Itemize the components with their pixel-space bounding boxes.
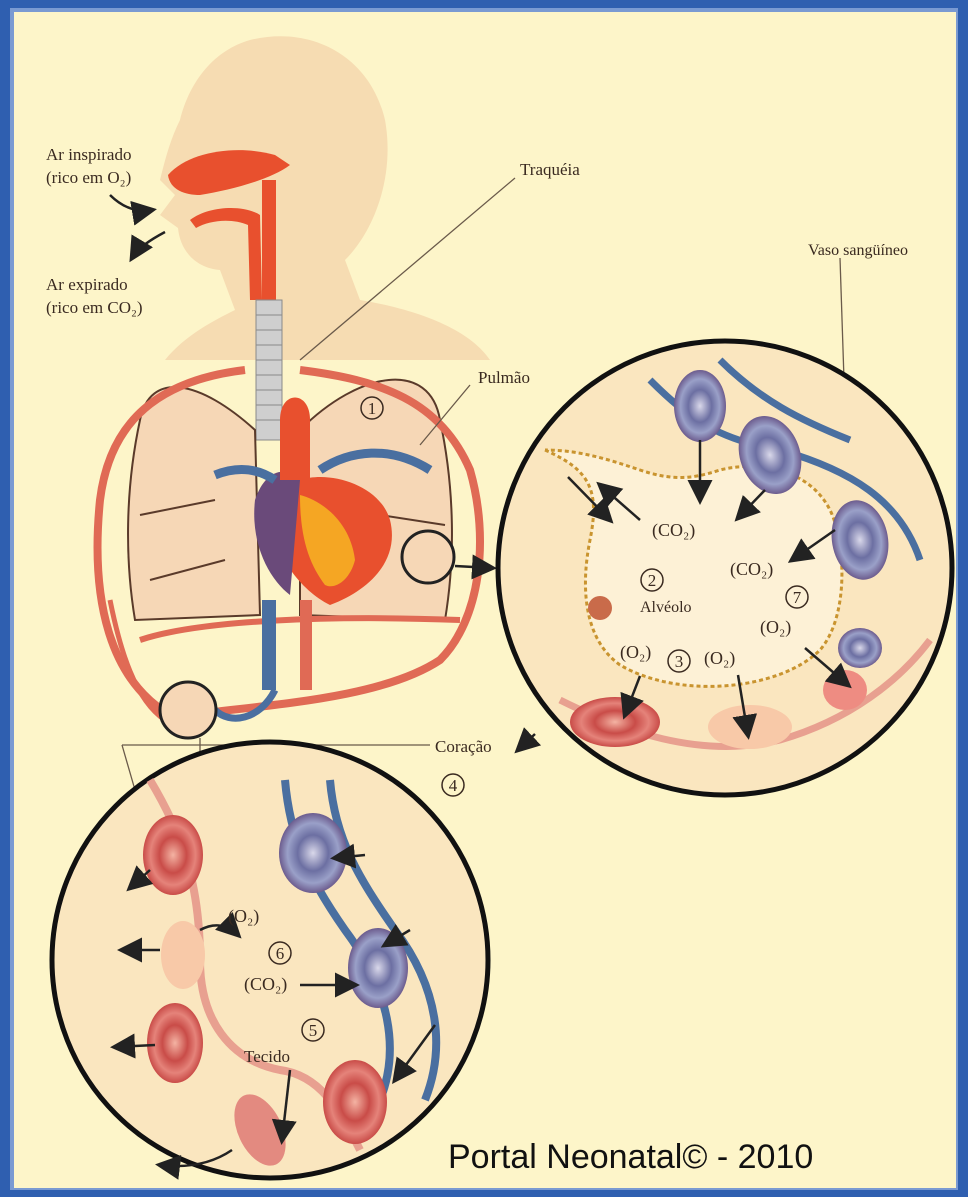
o2-label-tissue: (O₂) — [228, 906, 259, 927]
svg-text:3: 3 — [675, 652, 684, 671]
credit-text: Portal Neonatal© - 2010 — [448, 1138, 813, 1176]
inspired-air-label: Ar inspirado — [46, 145, 131, 164]
lung-label: Pulmão — [478, 368, 530, 387]
inspired-air-sublabel: (rico em O₂) — [46, 168, 131, 187]
head-silhouette — [160, 36, 490, 360]
trachea — [256, 300, 282, 440]
svg-text:2: 2 — [648, 571, 657, 590]
svg-text:6: 6 — [276, 944, 285, 963]
svg-text:4: 4 — [449, 776, 458, 795]
expired-air-label: Ar expirado — [46, 275, 128, 294]
svg-text:5: 5 — [309, 1021, 318, 1040]
heart-label: Coração — [435, 737, 492, 756]
tissue-detail-marker — [160, 682, 216, 738]
expired-air-sublabel: (rico em CO₂) — [46, 298, 143, 317]
o2-label-alveolus-2: (O₂) — [620, 642, 651, 663]
co2-label-tissue: (CO₂) — [244, 974, 287, 995]
svg-text:7: 7 — [793, 588, 802, 607]
blood-vessel-label: Vaso sangüíneo — [808, 242, 908, 259]
co2-label-alveolus-1: (CO₂) — [652, 520, 695, 541]
co2-label-alveolus-2: (CO₂) — [730, 559, 773, 580]
trachea-label: Traquéia — [520, 160, 580, 179]
tissue-label: Tecido — [244, 1047, 290, 1066]
lung-detail-marker — [402, 531, 454, 583]
o2-label-alveolus-3: (O₂) — [704, 648, 735, 669]
o2-label-alveolus-1: (O₂) — [760, 617, 791, 638]
alveolus-detail — [498, 341, 952, 795]
tissue-detail — [52, 742, 488, 1178]
alveolus-label: Alvéolo — [640, 599, 692, 616]
marker-4: 4 — [442, 774, 464, 796]
svg-text:1: 1 — [368, 399, 377, 418]
